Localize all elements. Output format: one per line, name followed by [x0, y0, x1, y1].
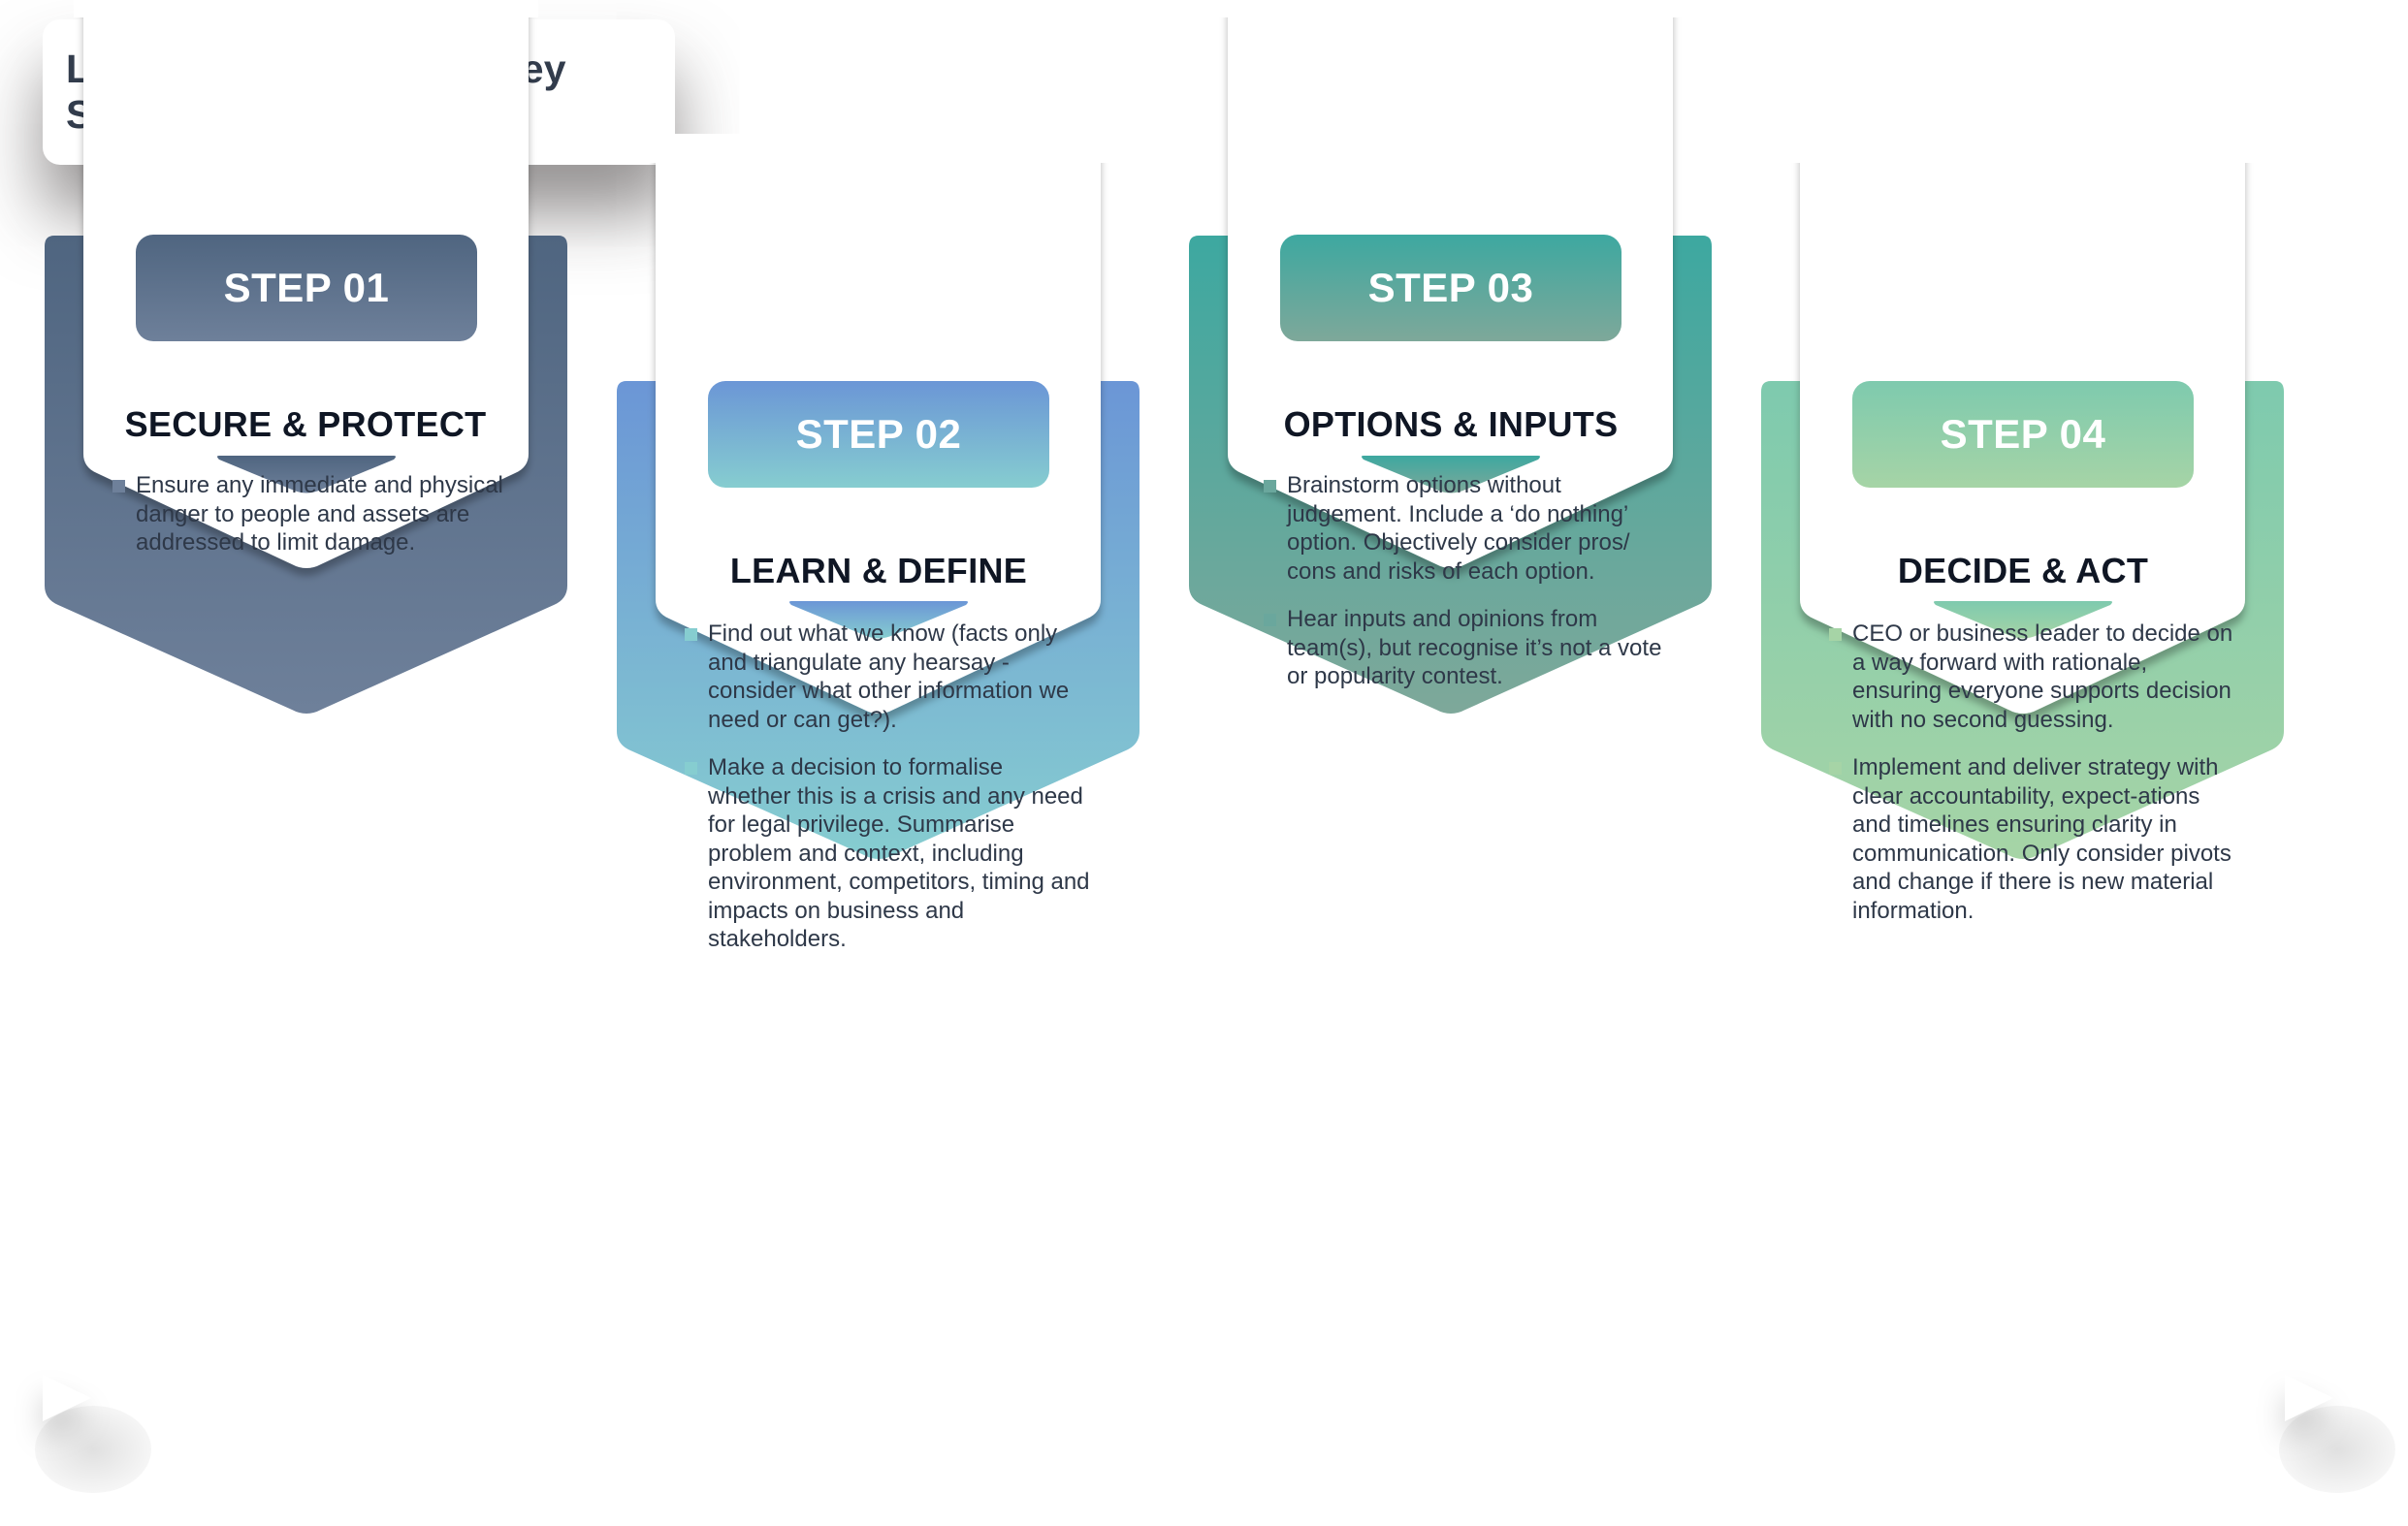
step-04-bullet-1: CEO or business leader to decide on a wa… — [1829, 620, 2236, 734]
step-4-marker-icon — [1934, 601, 2112, 639]
step-4-cover — [1790, 134, 2255, 163]
step-01-heading: SECURE & PROTECT — [124, 404, 487, 444]
step-01-bullets: Ensure any immediate and physical danger… — [112, 471, 539, 577]
step-03-bullet-2: Hear inputs and opinions from team(s), b… — [1264, 605, 1671, 691]
step-01-badge: STEP 01 — [136, 235, 477, 341]
step-2-marker-icon — [789, 601, 968, 639]
step-03-bullet-1: Brainstorm options without judgement. In… — [1264, 471, 1671, 586]
step-03-heading: OPTIONS & INPUTS — [1283, 404, 1619, 444]
step-02-badge: STEP 02 — [708, 381, 1049, 488]
bullet-square-icon — [1829, 762, 1842, 775]
bullet-square-icon — [685, 628, 697, 641]
step-3-marker-icon — [1362, 456, 1540, 493]
bullet-square-icon — [1264, 614, 1276, 626]
step-01-bullet-1: Ensure any immediate and physical danger… — [112, 471, 539, 557]
bullet-square-icon — [1264, 480, 1276, 493]
prev-arrow-icon[interactable] — [43, 1375, 91, 1421]
step-04-bullet-2: Implement and deliver strategy with clea… — [1829, 753, 2236, 925]
step-04-badge-label: STEP 04 — [1940, 411, 2106, 457]
step-01-badge-label: STEP 01 — [223, 265, 390, 310]
step-04-bullets: CEO or business leader to decide on a wa… — [1829, 620, 2236, 944]
step-1-chevron — [45, 0, 567, 714]
step-03-bullets: Brainstorm options without judgement. In… — [1264, 471, 1671, 711]
step-03-badge-label: STEP 03 — [1367, 265, 1534, 310]
step-03-badge: STEP 03 — [1280, 235, 1621, 341]
bullet-square-icon — [685, 762, 697, 775]
step-02-bullet-1: Find out what we know (facts only and tr… — [685, 620, 1092, 734]
bullet-square-icon — [1829, 628, 1842, 641]
step-1-marker-icon — [217, 456, 396, 493]
step-02-bullet-2: Make a decision to formalise whether thi… — [685, 753, 1092, 954]
step-04-badge: STEP 04 — [1852, 381, 2194, 488]
step-1-cover — [74, 0, 538, 17]
step-02-badge-label: STEP 02 — [795, 411, 962, 457]
next-arrow-icon[interactable] — [2285, 1375, 2333, 1421]
bullet-square-icon — [112, 480, 125, 493]
step-2-cover — [646, 134, 1110, 163]
step-3-cover — [1218, 0, 1683, 17]
step-02-heading: LEARN & DEFINE — [729, 551, 1028, 590]
step-04-heading: DECIDE & ACT — [1897, 551, 2149, 590]
step-02-bullets: Find out what we know (facts only and tr… — [685, 620, 1092, 973]
